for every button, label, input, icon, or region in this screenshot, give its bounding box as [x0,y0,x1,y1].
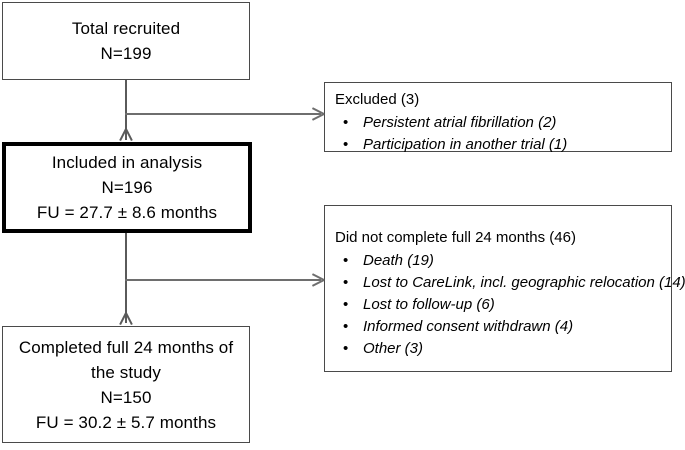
excluded-item-1: • Persistent atrial fibrillation (2) [335,112,671,134]
bullet-icon: • [343,296,349,313]
node-completed-study: Completed full 24 months of the study N=… [2,326,250,443]
arrowhead-down-to-included [119,129,133,140]
did-not-complete-title: Did not complete full 24 months (46) [335,229,576,246]
included-line-2: N=196 [101,178,153,197]
did-not-complete-item-3-label: Lost to follow-up (6) [363,296,495,313]
included-line-3: FU = 27.7 ± 8.6 months [36,203,218,222]
did-not-complete-item-1-label: Death (19) [363,252,434,269]
arrowhead-right-to-dropout [311,273,322,287]
did-not-complete-item-5-label: Other (3) [363,340,424,357]
did-not-complete-item-2-label: Lost to CareLink, incl. geographic reloc… [363,274,685,291]
excluded-title: Excluded (3) [335,90,420,108]
connector-completed-to-dropout-horizontal [125,279,321,281]
completed-line-1: Completed full 24 months of [18,337,234,357]
bullet-icon: • [343,340,349,357]
excluded-item-1-label: Persistent atrial fibrillation (2) [363,113,557,131]
did-not-complete-item-3: • Lost to follow-up (6) [335,294,671,316]
bullet-icon: • [343,252,349,269]
node-did-not-complete: Did not complete full 24 months (46) • D… [324,205,685,372]
did-not-complete-item-4: • Informed consent withdrawn (4) [335,316,671,338]
node-total-recruited: Total recruited N=199 [2,2,250,80]
bullet-icon: • [343,135,349,153]
total-recruited-line-1: Total recruited [71,19,181,38]
bullet-icon: • [343,274,349,291]
node-excluded: Excluded (3) • Persistent atrial fibrill… [324,82,672,153]
connector-included-to-excluded-horizontal [125,113,321,115]
arrowhead-down-to-completed [119,313,133,324]
connector-total-to-included-vertical [125,80,127,140]
arrowhead-right-to-excluded [311,107,322,121]
connector-included-to-completed-vertical [125,233,127,323]
excluded-item-2: • Participation in another trial (1) [335,134,671,156]
did-not-complete-item-2: • Lost to CareLink, incl. geographic rel… [335,272,685,294]
completed-line-4: FU = 30.2 ± 5.7 months [35,412,217,432]
bullet-icon: • [343,113,349,131]
included-line-1: Included in analysis [51,153,203,172]
excluded-item-2-label: Participation in another trial (1) [363,135,568,153]
node-included-in-analysis: Included in analysis N=196 FU = 27.7 ± 8… [2,142,252,233]
bullet-icon: • [343,318,349,335]
did-not-complete-item-4-label: Informed consent withdrawn (4) [363,318,574,335]
total-recruited-line-2: N=199 [100,44,152,63]
completed-line-2: the study [91,362,161,382]
did-not-complete-item-1: • Death (19) [335,250,671,272]
did-not-complete-item-5: • Other (3) [335,338,671,360]
completed-line-3: N=150 [100,387,152,407]
